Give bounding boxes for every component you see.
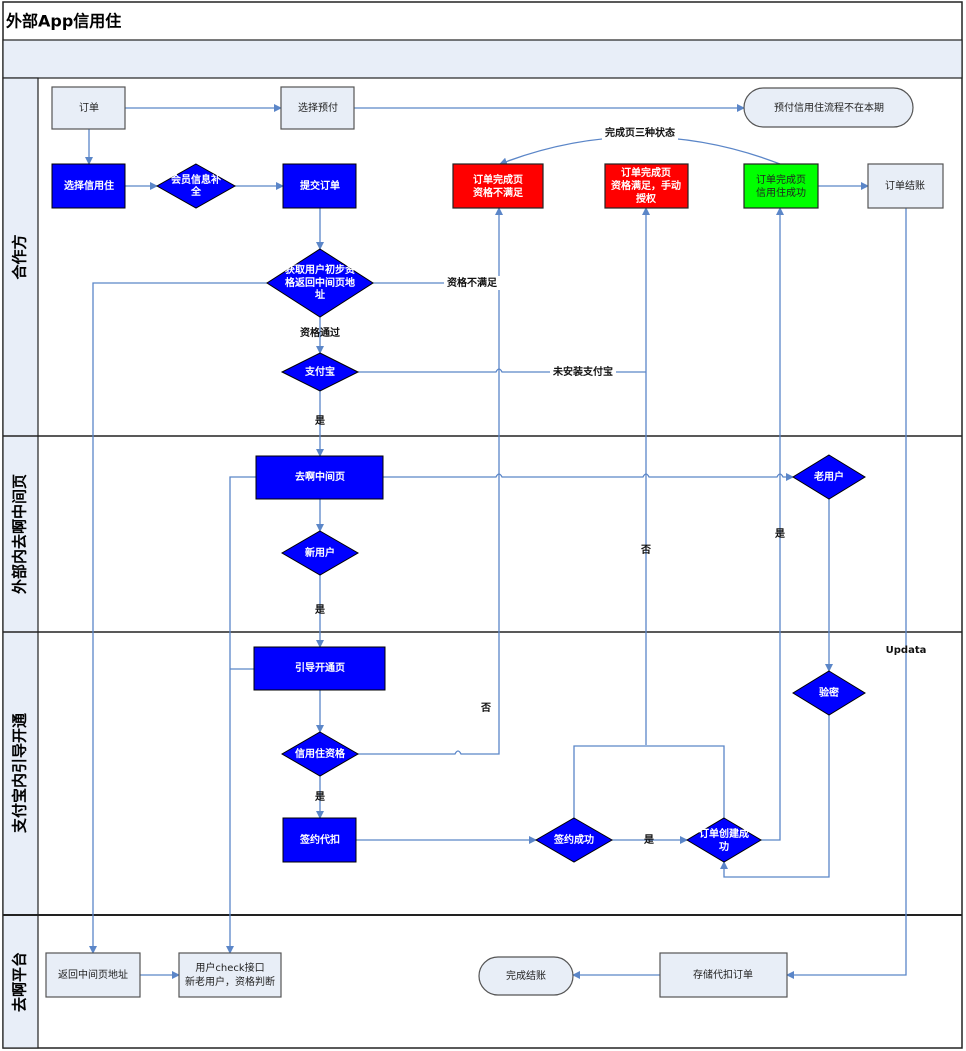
svg-text:获取用户初步资: 获取用户初步资	[284, 263, 355, 276]
node-guide-open-page: 引导开通页	[253, 646, 386, 691]
svg-text:信用住资格: 信用住资格	[295, 747, 346, 760]
svg-text:订单完成页: 订单完成页	[621, 166, 671, 179]
svg-text:新老用户，资格判断: 新老用户，资格判断	[185, 975, 275, 988]
terminal-prepay-out-of-scope: 预付信用住流程不在本期	[743, 87, 914, 128]
decision-sign-success: 签约成功	[535, 817, 613, 863]
svg-text:订单: 订单	[79, 102, 99, 114]
node-order: 订单	[51, 86, 126, 130]
node-qua-middle-page: 去啊中间页	[255, 455, 384, 500]
node-submit-order: 提交订单	[282, 163, 357, 209]
label-eligible: 资格通过	[300, 326, 340, 339]
svg-text:去啊中间页: 去啊中间页	[295, 470, 345, 483]
svg-text:预付信用住流程不在本期: 预付信用住流程不在本期	[774, 101, 884, 114]
node-user-check: 用户check接口 新老用户，资格判断	[178, 952, 282, 998]
lane-label-qua-middle: 外部内去啊中间页	[11, 474, 29, 595]
node-manual-auth-page: 订单完成页 资格满足，手动 授权	[604, 163, 689, 209]
label-not-eligible: 资格不满足	[447, 276, 498, 289]
svg-text:全: 全	[190, 185, 202, 198]
svg-text:存储代扣订单: 存储代扣订单	[693, 968, 753, 981]
svg-text:返回中间页地址: 返回中间页地址	[58, 968, 128, 981]
lane-label-alipay-guide: 支付宝内引导开通	[11, 713, 29, 834]
label-no: 否	[480, 702, 491, 714]
label-yes: 是	[314, 791, 325, 803]
decision-verify-password: 验密	[792, 670, 866, 716]
decision-member-info: 会员信息补 全	[155, 163, 237, 209]
svg-text:签约成功: 签约成功	[553, 833, 594, 846]
decision-new-user: 新用户	[281, 530, 359, 576]
lane-label-partner: 合作方	[11, 234, 29, 280]
svg-text:订单创建成: 订单创建成	[699, 827, 749, 840]
svg-text:老用户: 老用户	[813, 470, 844, 483]
terminal-finish-checkout: 完成结账	[478, 956, 574, 996]
svg-text:完成结账: 完成结账	[506, 969, 546, 982]
svg-text:订单结账: 订单结账	[885, 179, 925, 192]
connectors	[85, 104, 907, 979]
decision-credit-eligibility: 信用住资格	[281, 731, 359, 777]
svg-text:址: 址	[315, 288, 325, 301]
diagram-title: 外部App信用住	[5, 12, 121, 31]
svg-text:资格满足，手动: 资格满足，手动	[611, 179, 681, 192]
svg-text:签约代扣: 签约代扣	[299, 833, 340, 846]
decision-order-created: 订单创建成 功	[686, 817, 762, 863]
svg-text:资格不满足: 资格不满足	[473, 186, 524, 199]
label-no-alipay: 未安装支付宝	[552, 365, 613, 378]
svg-text:引导开通页: 引导开通页	[295, 661, 345, 674]
svg-text:验密: 验密	[819, 686, 839, 699]
node-store-withhold-order: 存储代扣订单	[659, 952, 788, 998]
decision-alipay: 支付宝	[280, 352, 360, 392]
node-choose-prepay: 选择预付	[280, 86, 355, 130]
label-updata: Updata	[886, 645, 927, 656]
node-success-page: 订单完成页 信用住成功	[743, 163, 819, 209]
svg-text:信用住成功: 信用住成功	[756, 186, 806, 199]
node-fail-page: 订单完成页 资格不满足	[452, 163, 544, 209]
svg-text:用户check接口: 用户check接口	[195, 961, 264, 974]
svg-text:选择信用住: 选择信用住	[64, 179, 114, 192]
svg-text:订单完成页: 订单完成页	[473, 173, 523, 186]
label-yes: 是	[643, 834, 654, 846]
lane-label-qua-platform: 去啊平台	[11, 952, 29, 1012]
label-three-states: 完成页三种状态	[605, 126, 675, 139]
decision-old-user: 老用户	[792, 454, 866, 500]
label-yes: 是	[314, 415, 325, 427]
node-order-checkout: 订单结账	[867, 163, 944, 209]
label-yes: 是	[314, 604, 325, 616]
svg-text:选择预付: 选择预付	[298, 101, 338, 114]
node-return-middle-address: 返回中间页地址	[45, 952, 141, 998]
svg-text:会员信息补: 会员信息补	[171, 173, 221, 186]
svg-text:提交订单: 提交订单	[300, 179, 340, 192]
svg-text:功: 功	[719, 840, 729, 853]
svg-text:格返回中间页地: 格返回中间页地	[285, 276, 355, 289]
edge-labels: 完成页三种状态 资格不满足 资格通过 未安装支付宝 是 是 是 是 是 否 否 …	[300, 126, 926, 846]
label-no: 否	[640, 544, 651, 556]
svg-text:支付宝: 支付宝	[304, 365, 335, 378]
node-sign-withhold: 签约代扣	[282, 817, 357, 863]
label-yes: 是	[774, 528, 785, 540]
svg-text:新用户: 新用户	[305, 546, 335, 559]
decision-get-eligibility: 获取用户初步资 格返回中间页地 址	[266, 248, 374, 318]
svg-text:授权: 授权	[636, 192, 657, 205]
node-choose-credit-stay: 选择信用住	[51, 163, 126, 209]
svg-text:订单完成页: 订单完成页	[756, 173, 806, 186]
